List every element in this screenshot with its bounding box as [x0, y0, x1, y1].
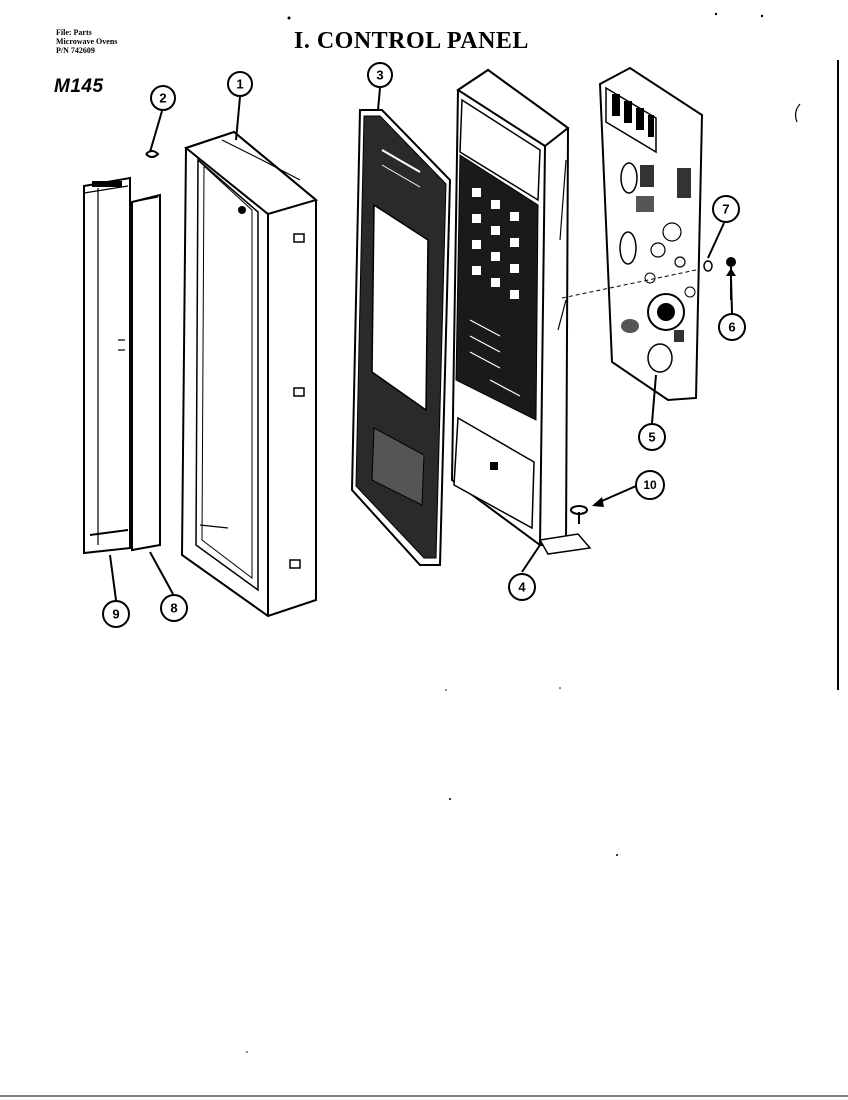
- svg-text:3: 3: [376, 68, 383, 83]
- callout-10: 10: [635, 470, 665, 500]
- callout-1: 1: [227, 71, 253, 97]
- part-3-overlay: [350, 109, 452, 566]
- svg-text:4: 4: [518, 580, 526, 595]
- svg-text:6: 6: [728, 320, 735, 335]
- page-title: I. CONTROL PANEL: [294, 28, 529, 54]
- callout-7: 7: [712, 195, 740, 223]
- svg-text:2: 2: [159, 91, 166, 106]
- file-info: File: Parts Microwave Ovens P/N 742609: [56, 28, 117, 55]
- part-8-strip: [131, 193, 161, 552]
- callout-8: 8: [160, 594, 188, 622]
- leader-lines: [109, 87, 733, 601]
- callout-6: 6: [718, 313, 746, 341]
- model-number: M145: [54, 76, 104, 97]
- callout-3: 3: [367, 62, 393, 88]
- category-line: Microwave Ovens: [56, 37, 118, 46]
- svg-text:7: 7: [722, 202, 729, 217]
- svg-text:5: 5: [648, 430, 655, 445]
- callout-4: 4: [508, 573, 536, 601]
- part-2-clip: [145, 150, 160, 158]
- part-9-side-strip: [83, 176, 131, 555]
- svg-text:1: 1: [236, 77, 243, 92]
- svg-text:8: 8: [170, 601, 177, 616]
- callout-9: 9: [102, 600, 130, 628]
- file-line: File: Parts: [56, 28, 92, 37]
- svg-text:9: 9: [112, 607, 119, 622]
- scan-mark: [794, 103, 801, 123]
- part-4-control-panel: [450, 68, 592, 555]
- callout-5: 5: [638, 423, 666, 451]
- callout-2: 2: [150, 85, 176, 111]
- svg-text:10: 10: [643, 478, 657, 492]
- part-number-line: P/N 742609: [56, 46, 95, 55]
- assembly-line: [561, 269, 697, 299]
- part-1-frame: [180, 130, 319, 618]
- part-5-circuit-board: [598, 66, 704, 402]
- part-7-washer: [703, 260, 713, 272]
- scan-speckles: [246, 12, 764, 1053]
- part-10-screw: [570, 505, 588, 524]
